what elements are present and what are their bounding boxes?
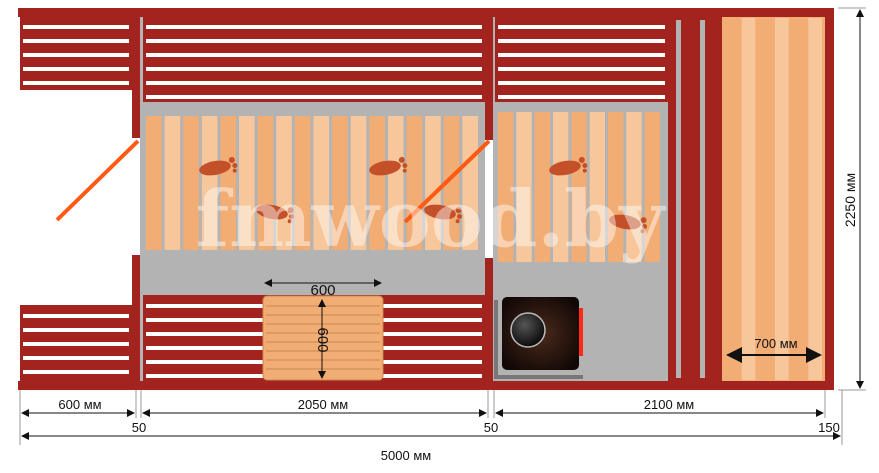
porch-wall-bottom bbox=[132, 255, 140, 383]
bench-slat-gap bbox=[498, 67, 665, 71]
bench-slat-gap bbox=[23, 67, 129, 71]
bench-slat-gap bbox=[23, 356, 129, 360]
rest-room-bench-top bbox=[143, 16, 485, 102]
porch-width: 600 мм bbox=[58, 397, 101, 412]
footprint-icon bbox=[424, 204, 463, 224]
partition-wall-top bbox=[485, 16, 493, 140]
top-wall bbox=[18, 8, 833, 17]
wall2-thickness: 50 bbox=[484, 420, 498, 435]
table: 600 600 bbox=[262, 279, 384, 381]
bench-slat-gap bbox=[23, 39, 129, 43]
table-height-label: 600 bbox=[314, 327, 331, 352]
rest-room-floor-plank bbox=[462, 116, 478, 250]
rest-room-floor-plank bbox=[350, 116, 367, 250]
table-width-label: 600 bbox=[310, 282, 335, 299]
steam-room-floor-plank bbox=[589, 112, 605, 262]
footprint-icon bbox=[199, 156, 238, 176]
bench-slat-gap bbox=[498, 95, 665, 99]
bottom-wall bbox=[18, 381, 833, 390]
steam-room-floor-plank bbox=[516, 112, 532, 262]
steam-room-floor-plank bbox=[534, 112, 550, 262]
stove-firebox-icon bbox=[510, 312, 546, 348]
watermark: fmwood.by bbox=[196, 174, 668, 265]
shelf-slat-gap bbox=[700, 20, 705, 378]
bench-slat-gap bbox=[23, 53, 129, 57]
rest-room-floor-plank bbox=[332, 116, 348, 250]
shelf-width-label: 700 мм bbox=[754, 336, 797, 351]
bench-slat-gap bbox=[498, 81, 665, 85]
partition-wall-bottom bbox=[485, 258, 493, 383]
steam-room-floor-plank bbox=[571, 112, 587, 262]
upper-shelf-plank bbox=[775, 18, 789, 380]
rest-room-floor-plank bbox=[201, 116, 218, 250]
footprint-icon bbox=[369, 156, 408, 176]
sauna-stove bbox=[494, 297, 583, 379]
bench-slat-gap bbox=[146, 25, 482, 29]
entrance-door bbox=[55, 139, 140, 222]
bench-slat-gap bbox=[23, 25, 129, 29]
right-wall bbox=[825, 8, 834, 390]
total-length: 5000 мм bbox=[381, 448, 431, 463]
footprint-icon bbox=[609, 214, 648, 234]
bench-slat-gap bbox=[23, 328, 129, 332]
bench-slat-gap bbox=[146, 53, 482, 57]
height-dimension: 2250 мм bbox=[842, 173, 858, 227]
shelf-slat-gap bbox=[676, 20, 681, 378]
upper-shelf-plank bbox=[791, 18, 806, 380]
upper-shelf bbox=[722, 16, 825, 382]
porch-wall-top bbox=[132, 16, 140, 138]
rest-room-floor-plank bbox=[313, 116, 330, 250]
upper-shelf-plank bbox=[808, 18, 822, 380]
bench-slat-gap bbox=[146, 95, 482, 99]
bench-slat-gap bbox=[146, 67, 482, 71]
wall1-thickness: 50 bbox=[132, 420, 146, 435]
bench-slat-gap bbox=[23, 314, 129, 318]
wall3-thickness: 150 bbox=[818, 420, 840, 435]
steam-room-floor-plank bbox=[498, 112, 514, 262]
bench-slat-gap bbox=[23, 342, 129, 346]
bench-slat-gap bbox=[23, 81, 129, 85]
bench-slat-gap bbox=[498, 25, 665, 29]
bench-slat-gap bbox=[146, 39, 482, 43]
footprint-icon bbox=[549, 156, 588, 176]
rest-room-floor-plank bbox=[146, 116, 162, 250]
steam-room-door bbox=[403, 139, 491, 224]
bench-slat-gap bbox=[146, 81, 482, 85]
rest-room-floor-plank bbox=[220, 116, 237, 250]
rest-room-floor-plank bbox=[164, 116, 181, 250]
steam-room-floor-plank bbox=[553, 112, 569, 262]
bench-slat-gap bbox=[498, 53, 665, 57]
upper-shelf-plank bbox=[758, 18, 772, 380]
room1-width: 2050 мм bbox=[298, 397, 348, 412]
room2-width: 2100 мм bbox=[644, 397, 694, 412]
bench-slat-gap bbox=[498, 39, 665, 43]
upper-shelf-plank bbox=[741, 18, 756, 380]
upper-shelf-plank bbox=[725, 18, 739, 380]
steam-room-floor-plank bbox=[644, 112, 660, 262]
rest-room-floor-plank bbox=[387, 116, 404, 250]
rest-room-floor-plank bbox=[369, 116, 385, 250]
rest-room-floor-plank bbox=[239, 116, 255, 250]
footprint-icon bbox=[256, 204, 295, 224]
rest-room-floor-plank bbox=[294, 116, 311, 250]
bench-slat-gap bbox=[23, 370, 129, 374]
steam-room-bench-top bbox=[495, 16, 668, 102]
rest-room-floor-plank bbox=[183, 116, 199, 250]
